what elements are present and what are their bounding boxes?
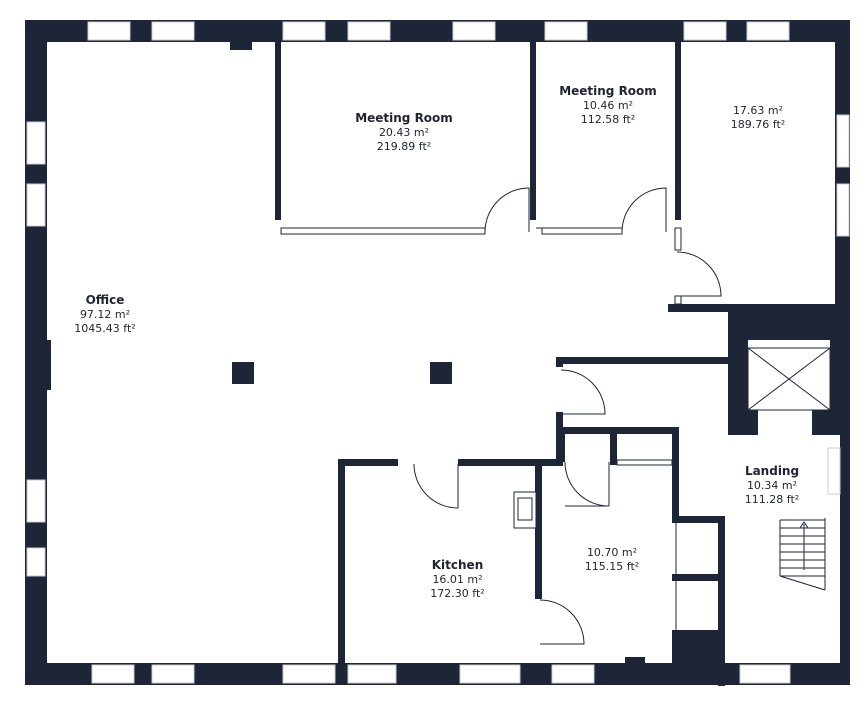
wall-center-right [672, 427, 679, 522]
wall-core-bottom-right [812, 410, 850, 435]
wall-right-lower [840, 410, 850, 685]
wall-top [25, 20, 850, 42]
room-label-kitchen: Kitchen 16.01 m² 172.30 ft² [400, 558, 515, 601]
wall-kitchen-left [338, 459, 345, 669]
wall-kitchen-top-b [458, 459, 563, 466]
wall-center-left-stub [558, 427, 565, 462]
door-center-room [564, 461, 610, 507]
window-right-1 [836, 114, 850, 168]
window-left-2 [26, 183, 46, 227]
window-bottom-4 [347, 664, 397, 684]
room-label-meeting-room-1: Meeting Room 20.43 m² 219.89 ft² [344, 111, 464, 154]
room-label-ne-room: 17.63 m² 189.76 ft² [708, 104, 808, 132]
room-area-ft2: 219.89 ft² [376, 139, 432, 153]
window-bottom-7 [739, 664, 791, 684]
window-top-4 [347, 21, 391, 41]
room-area-ft2: 111.28 ft² [744, 492, 800, 506]
lift-shaft [747, 347, 831, 411]
wall-core-top [728, 310, 850, 340]
window-top-7 [683, 21, 727, 41]
wall-center-bottom-stub [625, 657, 645, 665]
wall-corridor-stub [556, 357, 563, 367]
door-kitchen [413, 463, 459, 509]
wall-ne-bottom [668, 304, 838, 312]
kitchen-sink [513, 491, 537, 529]
room-label-office: Office 97.12 m² 1045.43 ft² [55, 293, 155, 336]
room-area-ft2: 172.30 ft² [430, 586, 485, 600]
room-area-ft2: 1045.43 ft² [74, 321, 136, 335]
wall-kitchen-top-a [338, 459, 398, 466]
wall-closet-top [672, 516, 724, 523]
room-area-m2: 16.01 m² [432, 573, 483, 586]
wall-corridor-top [556, 357, 730, 364]
room-label-center-room: 10.70 m² 115.15 ft² [562, 546, 662, 574]
doors [413, 187, 722, 645]
room-name: Landing [744, 464, 800, 478]
wall-closet-right [718, 516, 725, 686]
pillar-top [230, 40, 252, 50]
window-bottom-3 [282, 664, 336, 684]
window-left-1 [26, 121, 46, 165]
door-kitchen-right [539, 599, 585, 645]
wall-center-inner [610, 427, 617, 465]
pillar-2 [430, 362, 452, 384]
room-area-ft2: 115.15 ft² [584, 559, 640, 573]
wall-left [25, 20, 47, 685]
room-area-m2: 97.12 m² [79, 308, 131, 321]
door-meeting1 [484, 187, 530, 233]
window-left-3 [26, 479, 46, 523]
window-top-8 [746, 21, 790, 41]
window-right-2 [836, 183, 850, 237]
window-right-3 [827, 447, 841, 495]
door-ne-jamb [674, 295, 682, 305]
wall-bottom [25, 663, 850, 685]
kitchen-sink-basin [517, 497, 533, 521]
window-top-2 [151, 21, 195, 41]
window-bottom-6 [551, 664, 595, 684]
wall-closet-mid [672, 574, 724, 581]
room-area-ft2: 189.76 ft² [730, 117, 786, 131]
wall-closet-bottom [672, 630, 724, 685]
room-name: Office [85, 293, 125, 307]
pillar-1 [232, 362, 254, 384]
room-area-m2: 17.63 m² [732, 104, 784, 117]
window-bottom-1 [91, 664, 135, 684]
wall-core-right [830, 310, 850, 415]
room-name: Meeting Room [559, 84, 657, 98]
window-top-3 [282, 21, 326, 41]
door-meeting2 [621, 187, 667, 233]
door-ne-room [676, 251, 722, 297]
window-top-1 [87, 21, 131, 41]
window-top-5 [452, 21, 496, 41]
window-top-6 [544, 21, 588, 41]
wall-meeting1-left [275, 40, 281, 220]
window-bottom-2 [151, 664, 195, 684]
window-left-4 [26, 547, 46, 577]
room-area-m2: 10.34 m² [746, 479, 798, 492]
stairs [779, 518, 826, 591]
room-name: Kitchen [431, 558, 484, 572]
room-area-m2: 20.43 m² [378, 126, 430, 139]
door-corridor [560, 369, 606, 415]
wall-left-pillar [45, 340, 51, 390]
stairs-arrow-head [799, 521, 809, 529]
glass-ne [674, 227, 682, 251]
wall-core-left [728, 310, 748, 435]
walls [25, 20, 850, 686]
wall-meeting2-right [675, 40, 681, 220]
window-bottom-5 [459, 664, 521, 684]
room-name: Meeting Room [355, 111, 453, 125]
wall-meeting1-right [530, 40, 536, 220]
wall-kitchen-right [535, 459, 542, 599]
windows [26, 21, 850, 684]
wall-core-bottom-left [728, 410, 758, 435]
door-sliding [616, 459, 673, 466]
room-area-ft2: 112.58 ft² [580, 112, 636, 126]
room-label-landing: Landing 10.34 m² 111.28 ft² [722, 464, 822, 507]
room-area-m2: 10.70 m² [586, 546, 638, 559]
wall-center-top [558, 427, 678, 434]
room-label-meeting-room-2: Meeting Room 10.46 m² 112.58 ft² [548, 84, 668, 127]
room-area-m2: 10.46 m² [582, 99, 634, 112]
